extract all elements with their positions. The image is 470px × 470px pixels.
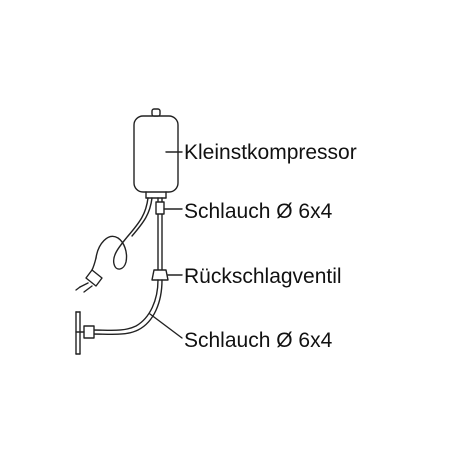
label-hose-bottom: Schlauch Ø 6x4 <box>184 329 333 352</box>
power-cable <box>91 197 153 271</box>
compressor-unit <box>133 108 179 199</box>
label-hose-top: Schlauch Ø 6x4 <box>184 200 333 223</box>
label-check-valve: Rückschlagventil <box>184 265 342 288</box>
check-valve <box>151 269 169 281</box>
label-compressor: Kleinstkompressor <box>184 141 357 164</box>
t-piece-fitting <box>75 311 95 355</box>
power-plug <box>75 269 103 293</box>
hose-upper <box>155 197 165 271</box>
hose-lower <box>91 279 163 336</box>
leader-hose-bottom <box>149 313 183 339</box>
